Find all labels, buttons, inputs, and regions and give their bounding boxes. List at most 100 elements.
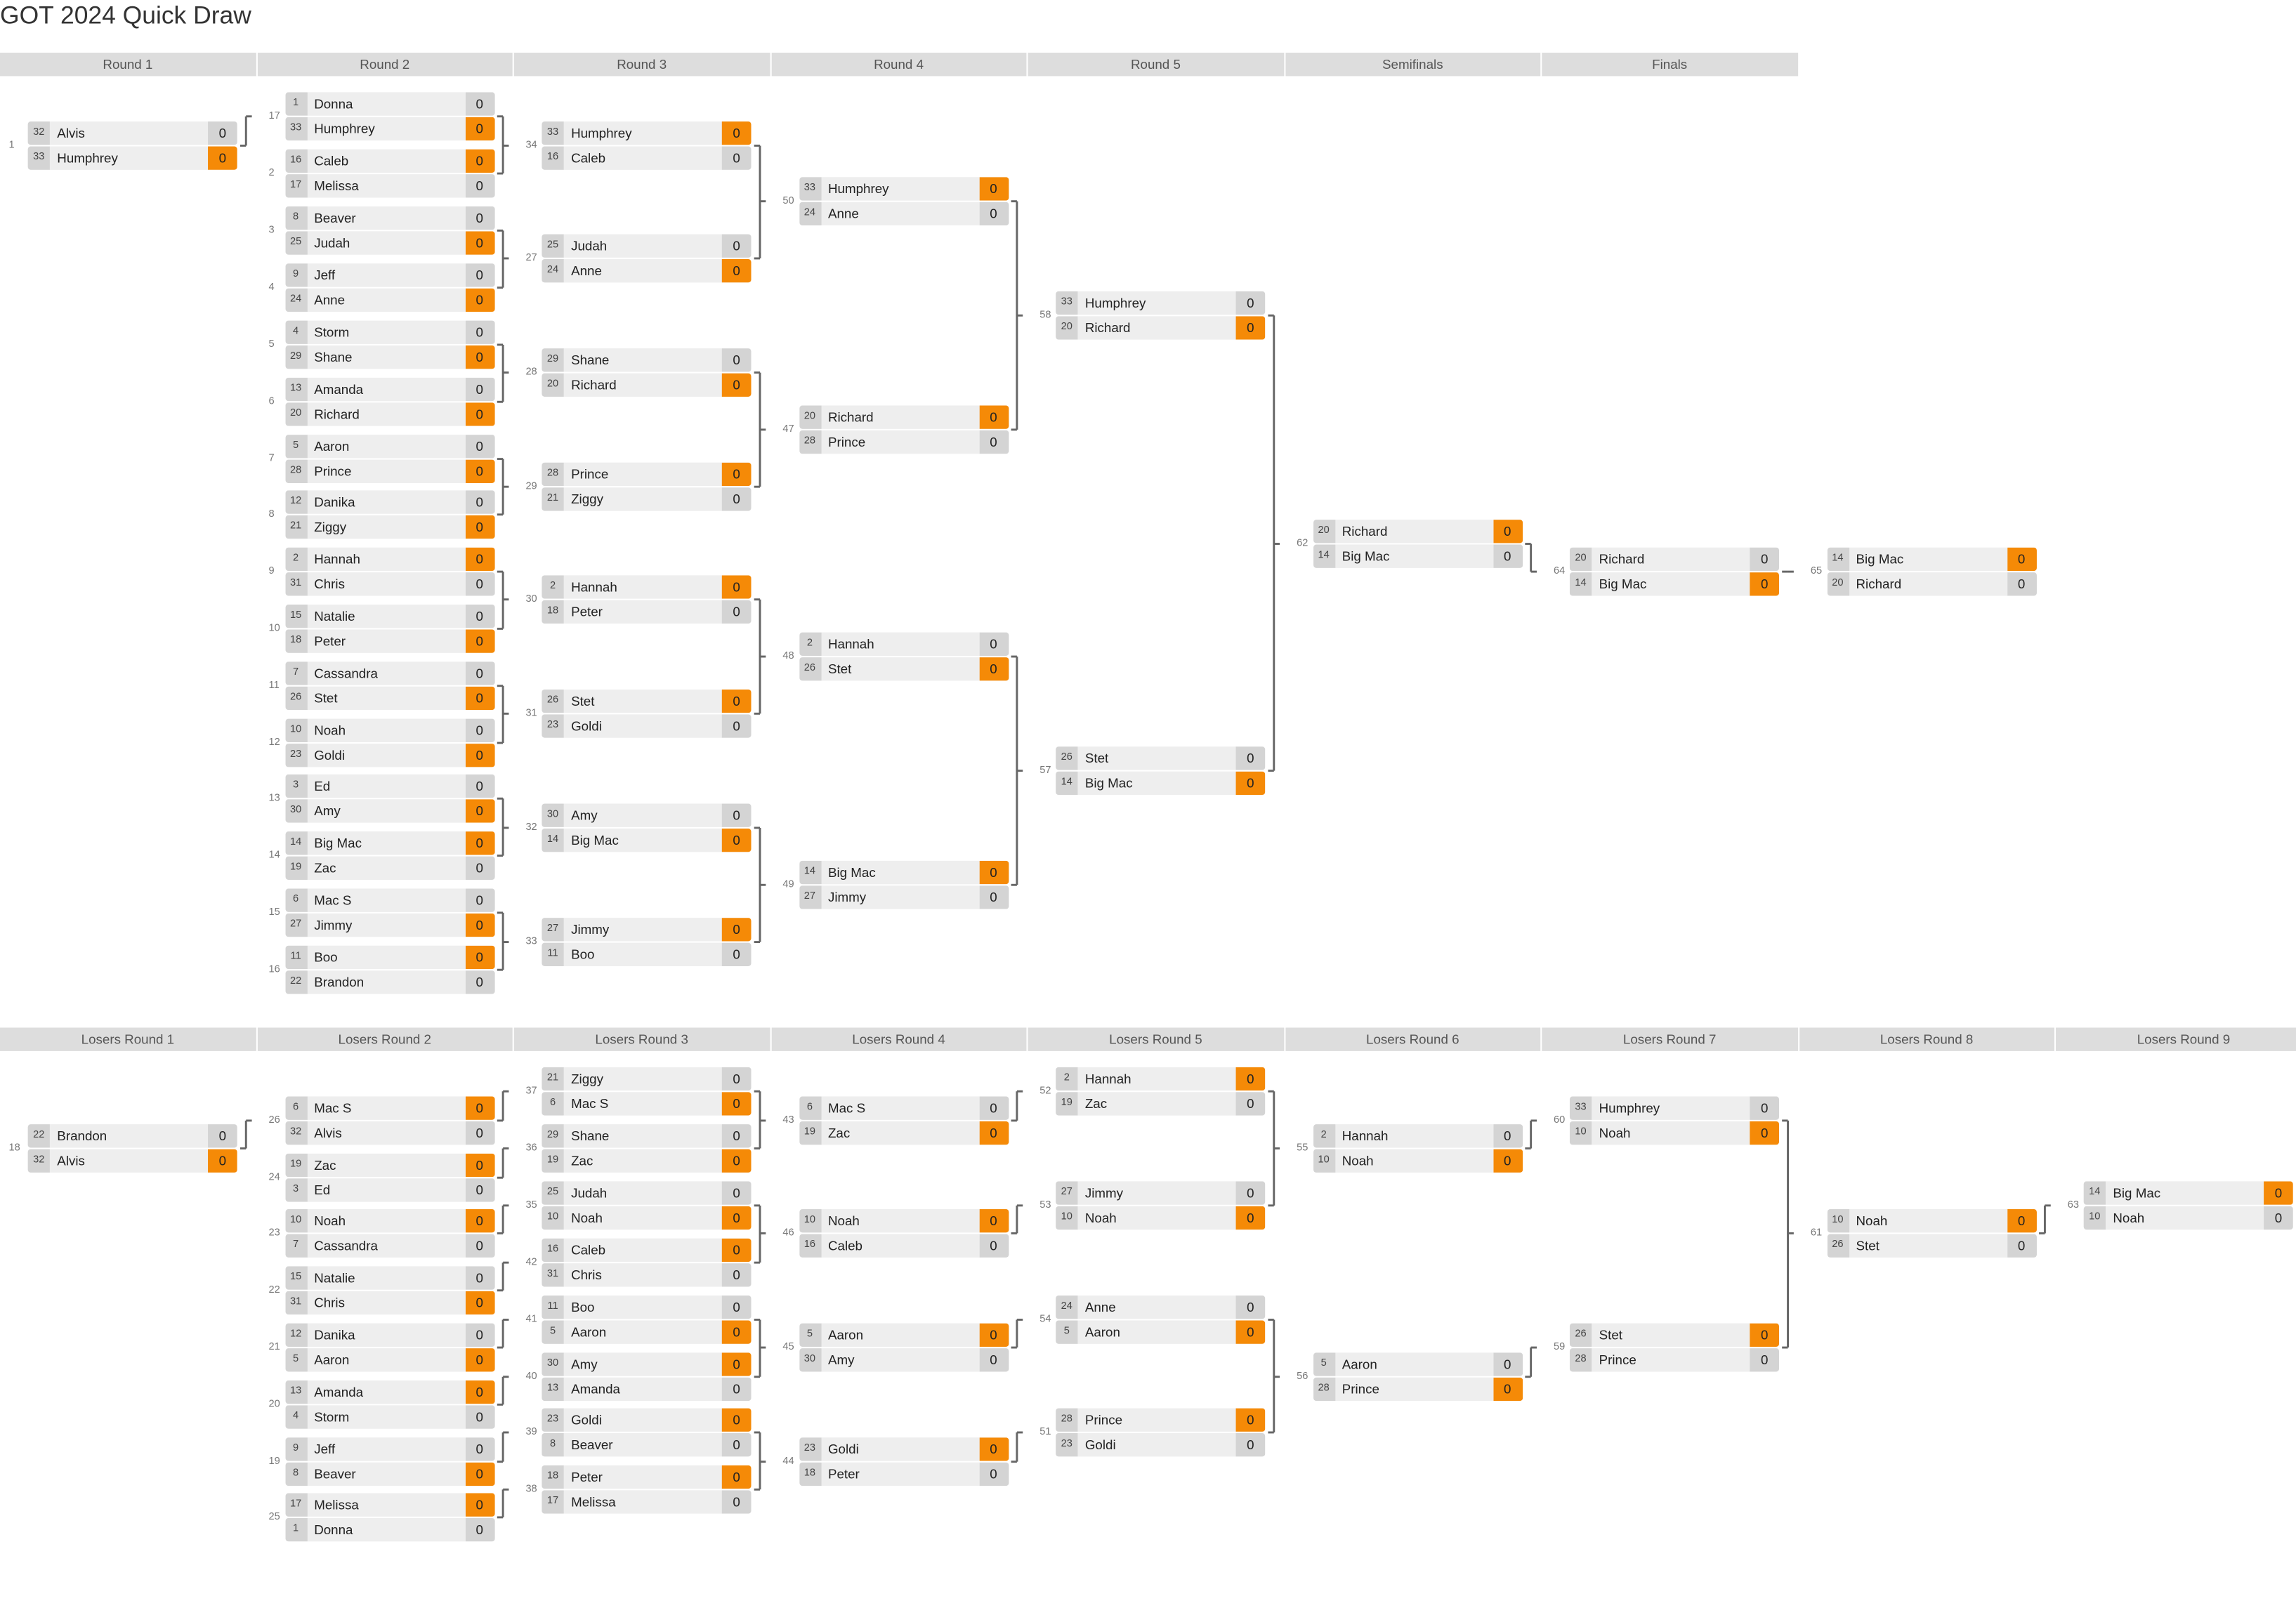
winner-score[interactable]: 0 xyxy=(1750,1121,1780,1145)
winner-score[interactable]: 0 xyxy=(464,945,494,970)
winner-score[interactable]: 0 xyxy=(464,459,494,483)
winner-score[interactable]: 0 xyxy=(721,1092,752,1116)
player-score[interactable]: 0 xyxy=(721,1433,752,1457)
winner-score[interactable]: 0 xyxy=(1235,316,1266,340)
player-score[interactable]: 0 xyxy=(464,174,494,198)
winner-score[interactable]: 0 xyxy=(464,117,494,141)
winner-score[interactable]: 0 xyxy=(978,1209,1009,1233)
winner-score[interactable]: 0 xyxy=(721,828,752,852)
player-score[interactable]: 0 xyxy=(1750,547,1780,572)
winner-score[interactable]: 0 xyxy=(721,1465,752,1489)
player-score[interactable]: 0 xyxy=(2007,572,2036,596)
player-score[interactable]: 0 xyxy=(978,202,1009,226)
player-score[interactable]: 0 xyxy=(721,1181,752,1205)
winner-score[interactable]: 0 xyxy=(1493,1377,1523,1402)
player-score[interactable]: 0 xyxy=(1235,1092,1266,1116)
player-score[interactable]: 0 xyxy=(1750,1096,1780,1120)
player-score[interactable]: 0 xyxy=(464,206,494,230)
winner-score[interactable]: 0 xyxy=(464,799,494,823)
player-score[interactable]: 0 xyxy=(721,600,752,624)
winner-score[interactable]: 0 xyxy=(464,686,494,711)
winner-score[interactable]: 0 xyxy=(464,913,494,937)
winner-score[interactable]: 0 xyxy=(1493,520,1523,543)
winner-score[interactable]: 0 xyxy=(978,1323,1009,1347)
player-score[interactable]: 0 xyxy=(464,1323,494,1347)
player-score[interactable]: 0 xyxy=(464,1234,494,1258)
winner-score[interactable]: 0 xyxy=(1493,1149,1523,1173)
winner-score[interactable]: 0 xyxy=(721,918,752,942)
player-score[interactable]: 0 xyxy=(1235,1296,1266,1319)
winner-score[interactable]: 0 xyxy=(978,1121,1009,1145)
winner-score[interactable]: 0 xyxy=(2007,1209,2036,1233)
player-score[interactable]: 0 xyxy=(464,1121,494,1145)
player-score[interactable]: 0 xyxy=(464,718,494,742)
winner-score[interactable]: 0 xyxy=(721,462,752,487)
player-score[interactable]: 0 xyxy=(1493,1352,1523,1376)
player-score[interactable]: 0 xyxy=(721,1490,752,1514)
winner-score[interactable]: 0 xyxy=(978,405,1009,429)
player-score[interactable]: 0 xyxy=(978,632,1009,656)
winner-score[interactable]: 0 xyxy=(1235,1206,1266,1230)
player-score[interactable]: 0 xyxy=(464,263,494,287)
player-score[interactable]: 0 xyxy=(1235,746,1266,770)
player-score[interactable]: 0 xyxy=(464,1437,494,1461)
player-score[interactable]: 0 xyxy=(978,885,1009,909)
winner-score[interactable]: 0 xyxy=(208,146,237,170)
player-score[interactable]: 0 xyxy=(721,1263,752,1287)
player-score[interactable]: 0 xyxy=(1235,1433,1266,1457)
winner-score[interactable]: 0 xyxy=(1750,1323,1780,1347)
player-score[interactable]: 0 xyxy=(1235,291,1266,315)
player-score[interactable]: 0 xyxy=(1235,1181,1266,1205)
winner-score[interactable]: 0 xyxy=(1750,572,1780,596)
